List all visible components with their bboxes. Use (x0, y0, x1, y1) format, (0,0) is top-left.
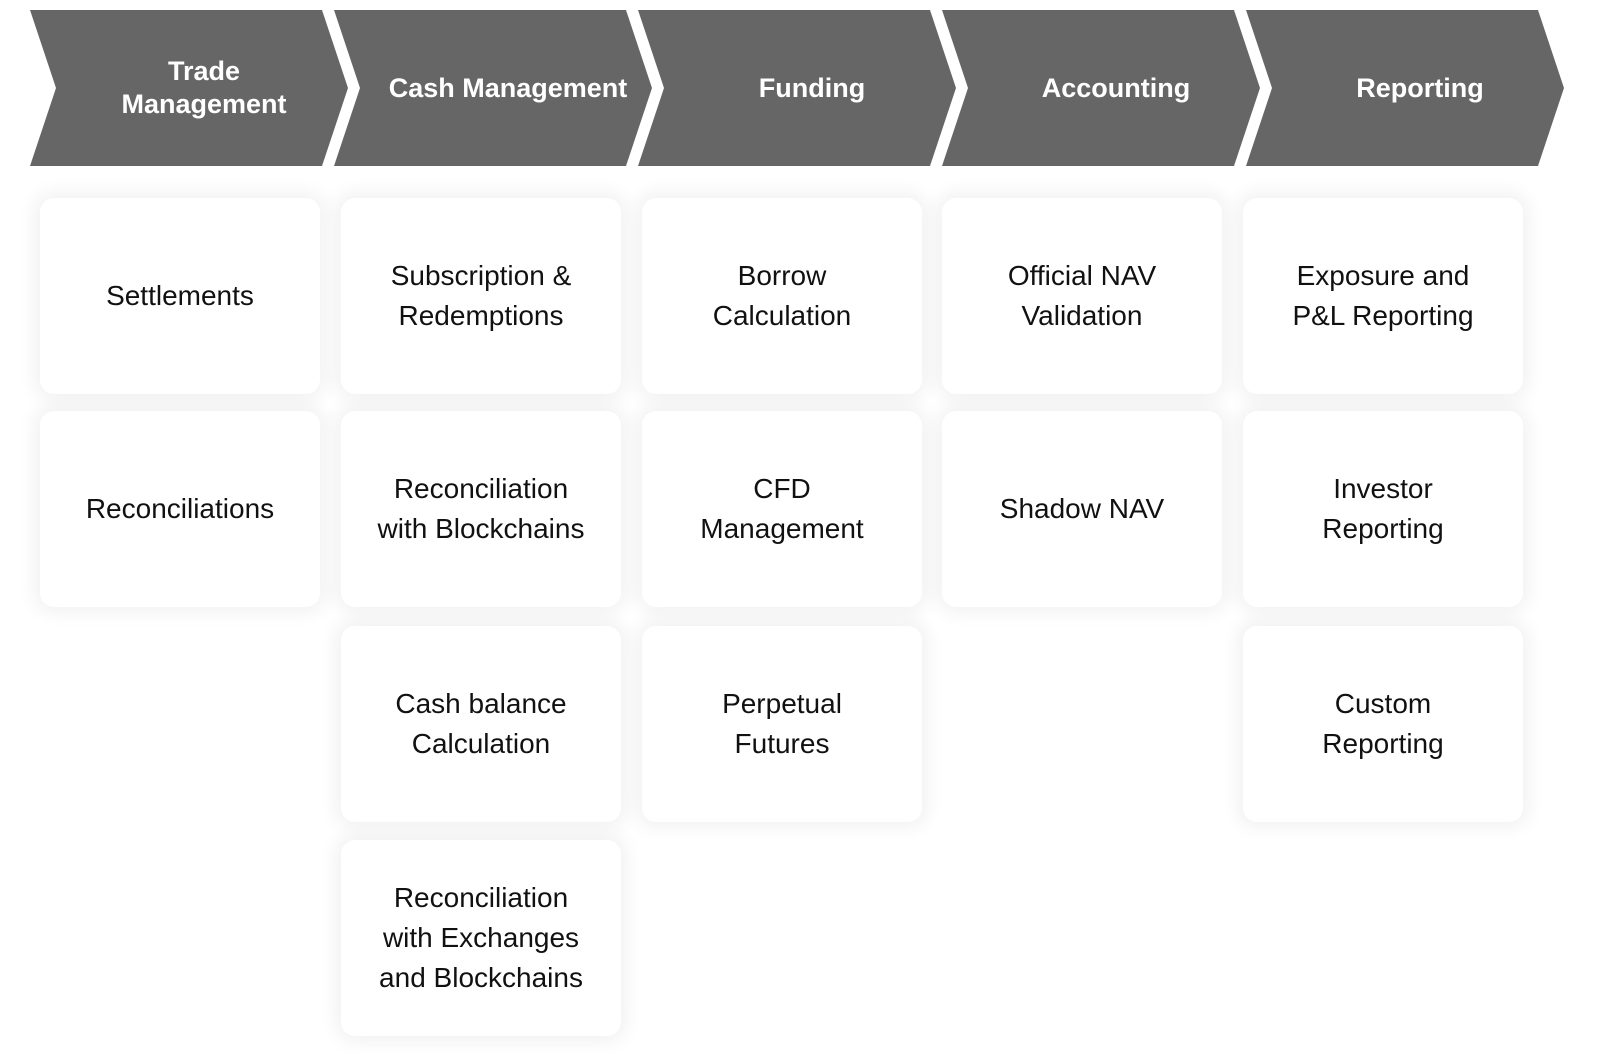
card-borrow-calculation: Borrow Calculation (642, 198, 922, 394)
card-official-nav-validation: Official NAV Validation (942, 198, 1222, 394)
stage-reporting: Reporting (1246, 10, 1564, 166)
card-cash-balance-calculation: Cash balance Calculation (341, 626, 621, 822)
stage-cash-management: Cash Management (334, 10, 652, 166)
stage-trade-management: Trade Management (30, 10, 348, 166)
stage-accounting: Accounting (942, 10, 1260, 166)
card-subscription-redemptions: Subscription & Redemptions (341, 198, 621, 394)
card-reconciliation-exchanges-blockchains: Reconciliation with Exchanges and Blockc… (341, 840, 621, 1036)
card-cfd-management: CFD Management (642, 411, 922, 607)
card-custom-reporting: Custom Reporting (1243, 626, 1523, 822)
process-stage-row: Trade Management Cash Management Funding… (0, 0, 1604, 170)
card-exposure-pl-reporting: Exposure and P&L Reporting (1243, 198, 1523, 394)
card-reconciliations: Reconciliations (40, 411, 320, 607)
stage-funding: Funding (638, 10, 956, 166)
card-reconciliation-blockchains: Reconciliation with Blockchains (341, 411, 621, 607)
card-shadow-nav: Shadow NAV (942, 411, 1222, 607)
card-settlements: Settlements (40, 198, 320, 394)
card-perpetual-futures: Perpetual Futures (642, 626, 922, 822)
card-investor-reporting: Investor Reporting (1243, 411, 1523, 607)
